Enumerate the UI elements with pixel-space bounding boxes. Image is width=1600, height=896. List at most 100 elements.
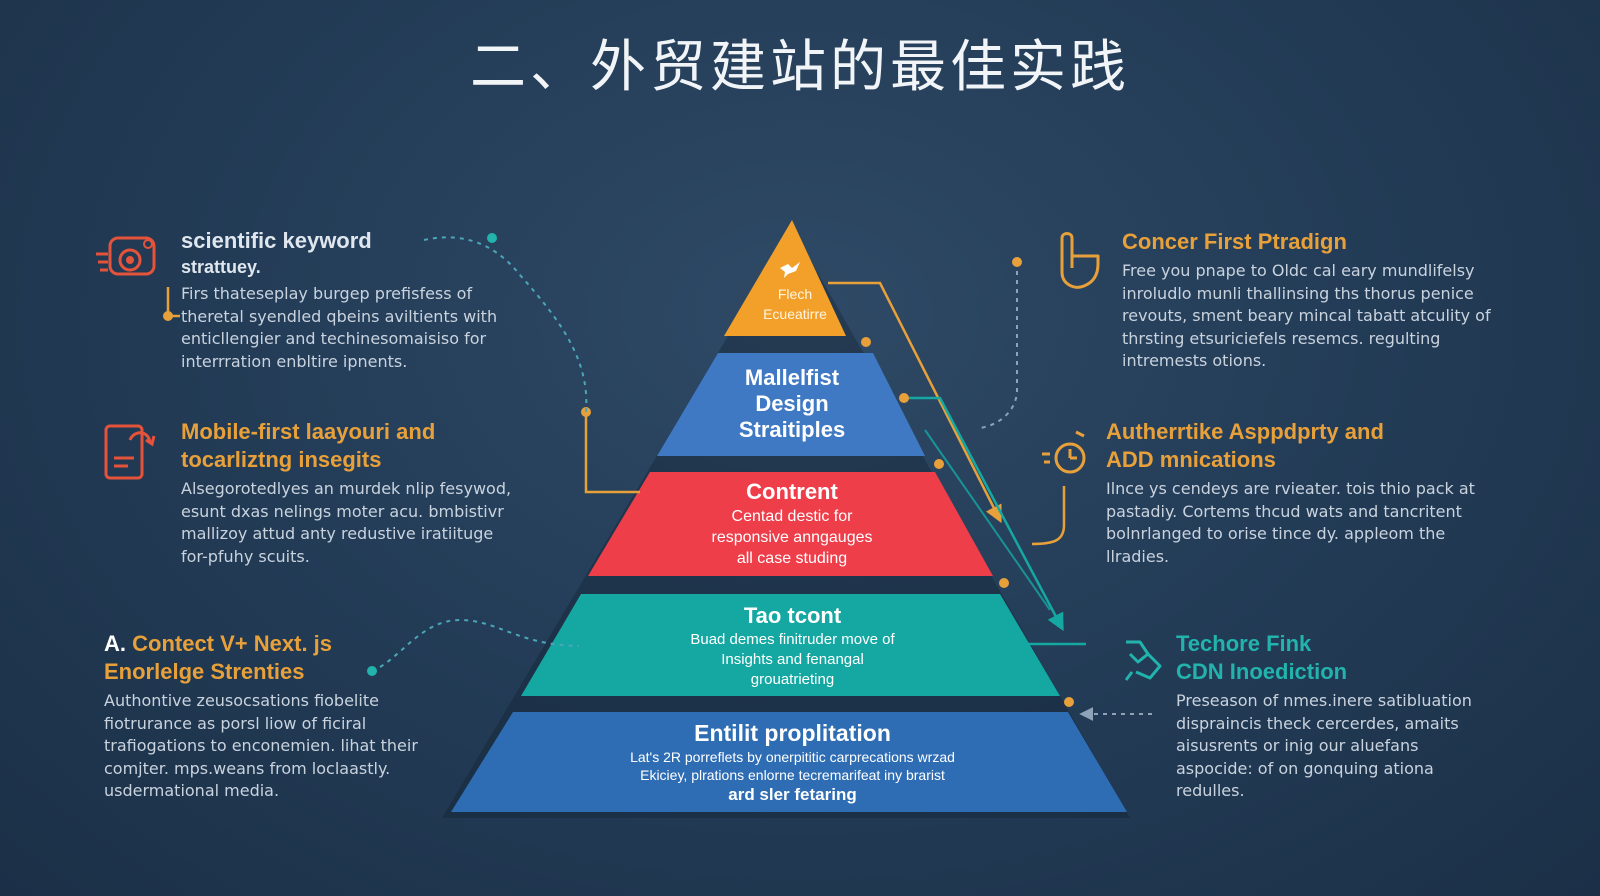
left-block-nextjs: A. Contect V+ Next. js Enorlelge Strenti…: [104, 630, 464, 803]
tier-3-title: Contrent: [746, 479, 838, 504]
nextjs-body-line: comjter. mps.weans from loclaastly.: [104, 758, 391, 778]
document-refresh-icon: [104, 424, 156, 480]
tier-4-line: Insights and fenangal: [721, 651, 864, 668]
connector-dot: [1012, 257, 1022, 267]
edge-dot: [999, 578, 1009, 588]
authority-body-line: llradies.: [1106, 546, 1170, 566]
nextjs-body-line: fiotrurance as porsl liow of ficiral: [104, 713, 367, 733]
tier-2-text: Mallelfist Design Straitiples: [692, 365, 892, 443]
authority-body-line: bolnrlanged to orise tince dy. appleom t…: [1106, 524, 1446, 543]
stopwatch-icon: [1042, 430, 1086, 474]
connector-dashed-content: [979, 262, 1018, 429]
cdn-body-line: Preseason of nmes.inere satibluation: [1176, 691, 1472, 710]
mobile-body-line: Alsegorotedlyes an murdek nlip fesywod,: [181, 479, 512, 498]
left-block-mobile: Mobile-first laayouri and tocarliztng in…: [181, 418, 561, 568]
cdn-body-line: aisusrents or inig our aluefans: [1176, 736, 1419, 755]
content-first-body-line: inroludlo munli thallinsing ths thorus p…: [1122, 283, 1474, 303]
mobile-heading: Mobile-first laayouri and tocarliztng in…: [181, 418, 561, 474]
camera-gear-icon: [96, 236, 156, 276]
mobile-heading-line: tocarliztng insegits: [181, 447, 382, 472]
right-block-cdn: Techore Fink CDN Inoediction Preseason o…: [1176, 630, 1536, 803]
tier-1-line: Flech: [777, 286, 813, 302]
nextjs-body: Authontive zeusocsations fiobelite fiotr…: [104, 690, 464, 803]
cdn-heading-line: Techore Fink: [1176, 631, 1312, 656]
keyword-body-line: enticllengier and techinesomaisiso for: [181, 329, 487, 348]
tier-1-text: Flech Ecueatirre: [720, 284, 870, 324]
tier-3-line: all case studing: [736, 550, 848, 567]
edge-dot: [899, 393, 909, 403]
keyword-body-line: Firs thateseplay burgep prefisfess of: [181, 284, 473, 303]
content-first-body-line: intremests otions.: [1122, 351, 1267, 370]
nextjs-body-line: trafiogations to enconemien. lihat their: [104, 736, 418, 755]
keyword-subheading: strattuey.: [181, 257, 261, 277]
connector-dot: [163, 311, 173, 321]
connector-dashed-keyword: [423, 236, 588, 413]
nextjs-body-line: usdermational media.: [104, 781, 280, 800]
pyramid-tier-3: [588, 472, 993, 576]
nextjs-body-line: Authontive zeusocsations fiobelite: [104, 691, 379, 710]
edge-dot: [934, 459, 944, 469]
keyword-body-line: interrration enbltire ipnents.: [181, 351, 408, 371]
mobile-body-line: esunt dxas nelings moter acu. bmbistivr: [181, 501, 504, 521]
left-block-keyword: scientific keyword strattuey. Firs thate…: [181, 227, 551, 373]
keyword-heading-line: scientific keyword: [181, 228, 372, 253]
authority-heading: Autherrtike Asppdprty and ADD mnications: [1106, 418, 1526, 474]
keyword-body-line: theretal syendled qbeins aviltients with: [181, 306, 498, 326]
connector-top-orange: [828, 281, 1002, 524]
nextjs-prefix: A.: [104, 631, 126, 656]
keyword-heading: scientific keyword strattuey.: [181, 227, 551, 279]
tier-2-line: Straitiples: [738, 417, 846, 442]
cdn-body-line: aspocide: of on gonquing ationa: [1176, 758, 1434, 778]
authority-body-line: pastadiy. Cortems thcud wats and tancrit…: [1106, 501, 1462, 521]
edge-dot: [861, 337, 871, 347]
nextjs-heading-line: Enorlelge Strenties: [104, 659, 305, 684]
connector-teal-long: [904, 396, 1064, 632]
cdn-heading-line: CDN Inoediction: [1176, 659, 1348, 684]
tier-4-line: Buad demes finitruder move of: [690, 631, 895, 648]
content-first-body: Free you pnape to Oldc cal eary mundlife…: [1122, 260, 1522, 373]
cdn-body-line: dispraincis theck cercerdes, amaits: [1176, 713, 1459, 733]
connector-dot: [367, 666, 377, 676]
mobile-heading-line: Mobile-first laayouri and: [181, 419, 436, 444]
connector-authority: [1031, 486, 1066, 546]
bird-icon: [780, 262, 800, 278]
pyramid-tier-5: [451, 712, 1127, 812]
recycle-hand-icon: [1124, 640, 1162, 681]
mobile-body-line: mallizoy attud anty redustive iratiituge: [181, 524, 494, 543]
cdn-heading: Techore Fink CDN Inoediction: [1176, 630, 1536, 686]
content-first-body-line: Free you pnape to Oldc cal eary mundlife…: [1122, 261, 1475, 280]
content-first-heading-line: Concer First Ptradign: [1122, 229, 1347, 254]
right-block-content-first: Concer First Ptradign Free you pnape to …: [1122, 228, 1522, 373]
tier-4-text: Tao tcont Buad demes finitruder move of …: [620, 602, 965, 690]
tier-4-line: grouatrieting: [750, 671, 835, 688]
tier-1-line: Ecueatirre: [763, 306, 827, 322]
authority-heading-line: Autherrtike Asppdprty and: [1106, 419, 1384, 444]
authority-body: Ilnce ys cendeys are rvieater. tois thio…: [1106, 478, 1526, 568]
authority-heading-line: ADD mnications: [1106, 447, 1276, 472]
page-title: 二、外贸建站的最佳实践: [470, 35, 1130, 100]
right-block-authority: Autherrtike Asppdprty and ADD mnications…: [1106, 418, 1526, 568]
edge-dot: [1064, 697, 1074, 707]
content-first-heading: Concer First Ptradign: [1122, 228, 1522, 256]
connector-teal-second: [924, 429, 1051, 611]
tier-2-line: Design: [755, 391, 829, 416]
tier-5-footer: ard sler fetaring: [728, 785, 857, 804]
hand-pointer-icon: [1060, 232, 1100, 289]
nextjs-heading-line: Contect V+ Next. js: [132, 631, 333, 656]
tier-4-title: Tao tcont: [743, 603, 842, 628]
tier-2-line: Mallelfist: [744, 365, 840, 390]
tier-5-line: Lat's 2R porreflets by onerpititic carpr…: [630, 749, 955, 765]
nextjs-heading: A. Contect V+ Next. js Enorlelge Strenti…: [104, 630, 464, 686]
mobile-body: Alsegorotedlyes an murdek nlip fesywod, …: [181, 478, 561, 568]
connector-dot: [487, 233, 497, 243]
cdn-body: Preseason of nmes.inere satibluation dis…: [1176, 690, 1536, 803]
tier-3-text: Contrent Centad destic for responsive an…: [642, 478, 942, 569]
content-first-body-line: thrsting etsuriciefels resemcs. regultin…: [1122, 328, 1441, 348]
tier-3-line: Centad destic for: [731, 508, 853, 525]
tier-3-line: responsive anngauges: [711, 529, 873, 546]
pyramid-tier-4: [521, 594, 1060, 696]
cdn-body-line: redulles.: [1176, 781, 1245, 800]
mobile-body-line: for-pfuhy scuits.: [181, 546, 310, 566]
keyword-body: Firs thateseplay burgep prefisfess of th…: [181, 283, 551, 373]
connector-mobile: [584, 412, 640, 494]
